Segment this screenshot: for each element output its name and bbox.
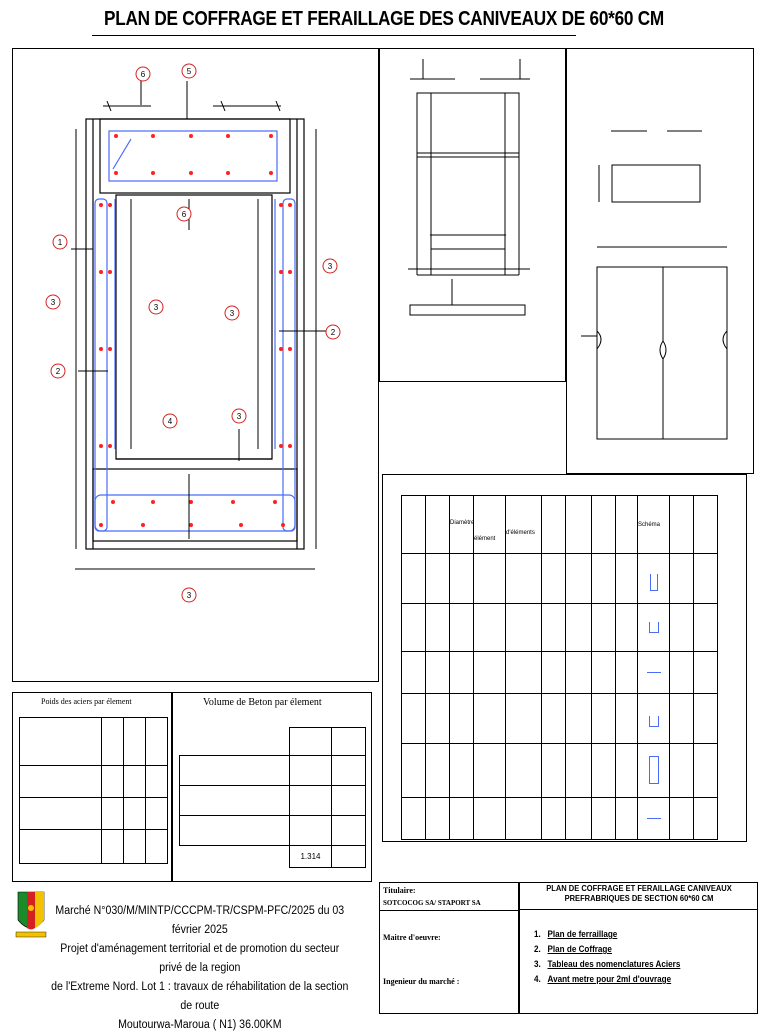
table-row — [180, 727, 366, 756]
table-row — [179, 785, 366, 816]
table-row — [179, 755, 366, 786]
title-block-heading: PLAN DE COFFRAGE ET FERAILLAGE CANIVEAUX… — [527, 884, 751, 904]
titulaire-label: Titulaire: — [383, 886, 416, 895]
cameroon-emblem-icon — [15, 891, 47, 938]
top-dimension-lines — [103, 81, 281, 119]
bubble-label: 6 — [141, 70, 146, 79]
project-line-3: de l'Extreme Nord. Lot 1 : travaux de ré… — [51, 981, 349, 1012]
title-block-line-2: PREFRABRIQUES DE SECTION 60*60 CM — [564, 894, 714, 903]
schema-u-shape — [648, 622, 659, 633]
schema-straight-bar — [646, 672, 661, 673]
bubble-label: 4 — [168, 417, 173, 426]
table-row — [401, 553, 718, 604]
maitre-label: Maitre d'oeuvre: — [383, 933, 441, 942]
table-row — [19, 797, 168, 830]
elevation-detail-frame — [566, 48, 754, 474]
stakeholders-block: Titulaire: SOTCOCOG SA/ STAPORT SA Maitr… — [379, 882, 519, 1014]
rebar-dots — [99, 134, 292, 527]
schedule-table: Diamètre élément d'éléments Schéma — [401, 495, 718, 840]
bubble-label: 3 — [230, 309, 235, 318]
table-row — [19, 717, 168, 766]
bubble-label: 2 — [56, 367, 61, 376]
bubble-label: 3 — [237, 412, 242, 421]
header-diametre: Diamètre — [449, 495, 474, 554]
project-line-1: Marché N°030/M/MINTP/CCCPM-TR/CSPM-PFC/2… — [55, 905, 345, 936]
list-item: 4. Avant metre pour 2ml d'ouvrage — [534, 974, 672, 984]
bubble-label: 2 — [331, 328, 336, 337]
divider — [520, 909, 757, 910]
volume-table: 1.314 — [179, 727, 366, 868]
schedule-frame: Diamètre élément d'éléments Schéma — [382, 474, 747, 842]
table-row — [19, 765, 168, 798]
title-underline — [92, 35, 576, 36]
bubble-label: 3 — [154, 303, 159, 312]
schema-straight-bar — [646, 818, 661, 819]
table-row — [179, 815, 366, 846]
schema-u-shape — [648, 716, 659, 727]
header-nb-elements: d'éléments — [505, 495, 542, 554]
titulaire-value: SOTCOCOG SA/ STAPORT SA — [383, 899, 481, 907]
bubble-label: 3 — [187, 591, 192, 600]
table-row — [401, 603, 718, 652]
project-info-block: Marché N°030/M/MINTP/CCCPM-TR/CSPM-PFC/2… — [12, 882, 379, 1031]
side-dimension-lines — [71, 129, 328, 570]
reinforcement-plan-frame: 6 5 6 1 3 3 3 3 2 2 4 3 3 — [12, 48, 379, 682]
table-row: 1.314 — [180, 845, 366, 868]
table-row — [19, 829, 168, 864]
project-line-2: Projet d'aménagement territorial et de p… — [60, 943, 340, 974]
list-item: 2. Plan de Coffrage — [534, 944, 612, 954]
list-item: 1. Plan de ferraillage — [534, 929, 618, 939]
schema-u-shape — [649, 574, 658, 591]
bubble-group — [45, 63, 341, 603]
volume-value: 1.314 — [289, 845, 332, 868]
section-detail-frame — [379, 48, 566, 382]
section-detail-drawing — [408, 59, 530, 316]
weights-table — [19, 717, 168, 864]
title-block: PLAN DE COFFRAGE ET FERAILLAGE CANIVEAUX… — [519, 882, 758, 1014]
header-schema: Schéma — [637, 495, 670, 554]
sheet-contents-list: 1. Plan de ferraillage 2. Plan de Coffra… — [534, 927, 680, 987]
rebar-lines — [94, 130, 296, 532]
volume-frame: Volume de Beton par élement 1.314 — [172, 692, 372, 882]
concrete-outline — [85, 118, 305, 550]
drawing-title: PLAN DE COFFRAGE ET FERAILLAGE DES CANIV… — [104, 8, 664, 30]
table-row — [401, 743, 718, 798]
bubble-label: 3 — [51, 298, 56, 307]
table-row — [401, 651, 718, 694]
list-item: 3. Tableau des nomenclatures Aciers — [534, 959, 681, 969]
project-line-4: Moutourwa-Maroua ( N1) 36.00KM — [118, 1019, 282, 1031]
weights-frame: Poids des aciers par élement — [12, 692, 172, 882]
weights-title: Poids des aciers par élement — [41, 697, 132, 706]
header-element: élément — [473, 495, 506, 554]
table-row — [401, 693, 718, 744]
divider — [380, 910, 518, 911]
bubble-labels: 6 5 6 1 3 3 3 3 2 2 4 3 3 — [51, 67, 336, 600]
schedule-header-row: Diamètre élément d'éléments Schéma — [401, 495, 718, 554]
elevation-detail-drawing — [581, 130, 728, 440]
bubble-label: 3 — [328, 262, 333, 271]
schema-closed-stirrup — [648, 756, 659, 784]
ingenieur-label: Ingenieur du marché : — [383, 977, 460, 986]
bubble-label: 6 — [182, 210, 187, 219]
table-row — [401, 797, 718, 840]
bubble-label: 1 — [58, 238, 63, 247]
bubble-label: 5 — [187, 67, 192, 76]
project-description: Marché N°030/M/MINTP/CCCPM-TR/CSPM-PFC/2… — [48, 902, 352, 1035]
volume-title: Volume de Beton par élement — [203, 697, 322, 708]
reinforcement-plan-drawing: 6 5 6 1 3 3 3 3 2 2 4 3 3 — [45, 63, 341, 603]
title-block-line-1: PLAN DE COFFRAGE ET FERAILLAGE CANIVEAUX — [546, 884, 732, 893]
